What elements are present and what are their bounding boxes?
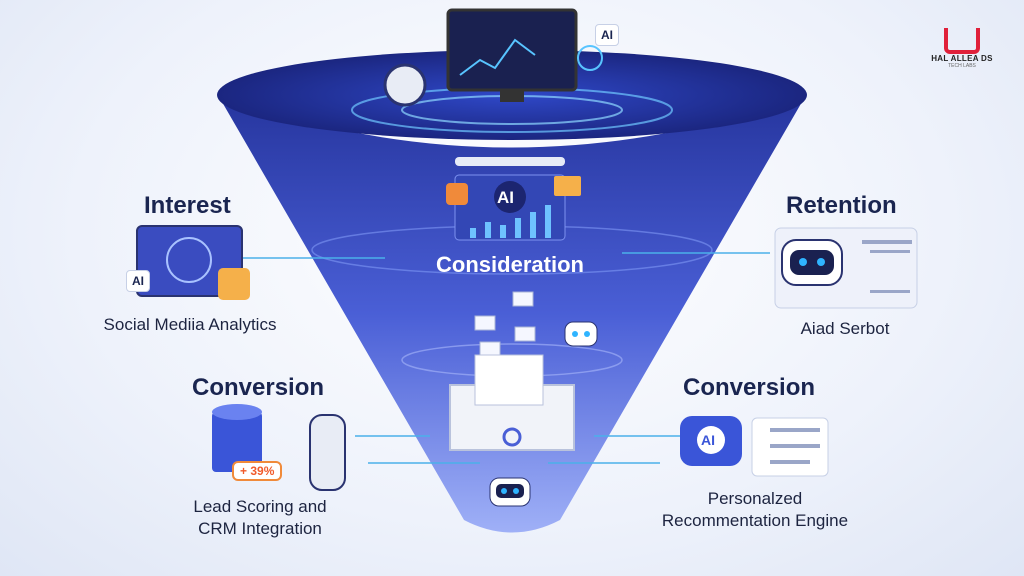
logo-name: HAL ALLEA DS	[931, 54, 993, 63]
consideration-label: Consideration	[436, 252, 584, 277]
ai-chat-bubble-icon	[680, 416, 742, 466]
connector-lines	[240, 252, 770, 464]
brain-icon	[446, 183, 468, 205]
interest-caption: Social Mediia Analytics	[103, 315, 277, 334]
logo-tagline: TECH LABS	[948, 63, 976, 69]
brain-monitor-icon	[136, 225, 243, 297]
robot-icon-bottom	[489, 477, 531, 507]
robot-hand-icon	[309, 414, 346, 491]
brand-logo: HAL ALLEA DS TECH LABS	[922, 28, 1002, 69]
robot-arm-icon	[383, 63, 427, 107]
conversion-right-title: Conversion	[683, 374, 816, 401]
bull-logo-icon	[944, 28, 980, 54]
interest-title: Interest	[144, 192, 231, 219]
rec-caption-1: Personalzed	[707, 489, 803, 508]
rec-caption-2: Recommentation Engine	[661, 511, 849, 530]
mail-icon	[554, 176, 581, 196]
robot-icon	[564, 321, 598, 347]
interest-ai-tag: AI	[126, 270, 150, 292]
top-ai-tag: AI	[595, 24, 619, 46]
database-icon	[212, 404, 262, 472]
lead-caption-2: CRM Integration	[198, 519, 322, 538]
envelope-icons	[474, 291, 536, 357]
chart-ai-label: AI	[497, 188, 514, 207]
chat-icon	[218, 268, 250, 300]
retention-title: Retention	[786, 192, 897, 219]
monitor-icon	[446, 8, 578, 92]
retention-caption: Aiad Serbot	[800, 319, 890, 338]
recommendation-ai-label: AI	[701, 432, 715, 448]
lead-caption-1: Lead Scoring and	[193, 497, 327, 516]
score-badge: + 39%	[232, 461, 283, 481]
chatbot-icon	[781, 239, 843, 286]
funnel-body	[218, 95, 806, 533]
conversion-left-title: Conversion	[192, 374, 325, 401]
